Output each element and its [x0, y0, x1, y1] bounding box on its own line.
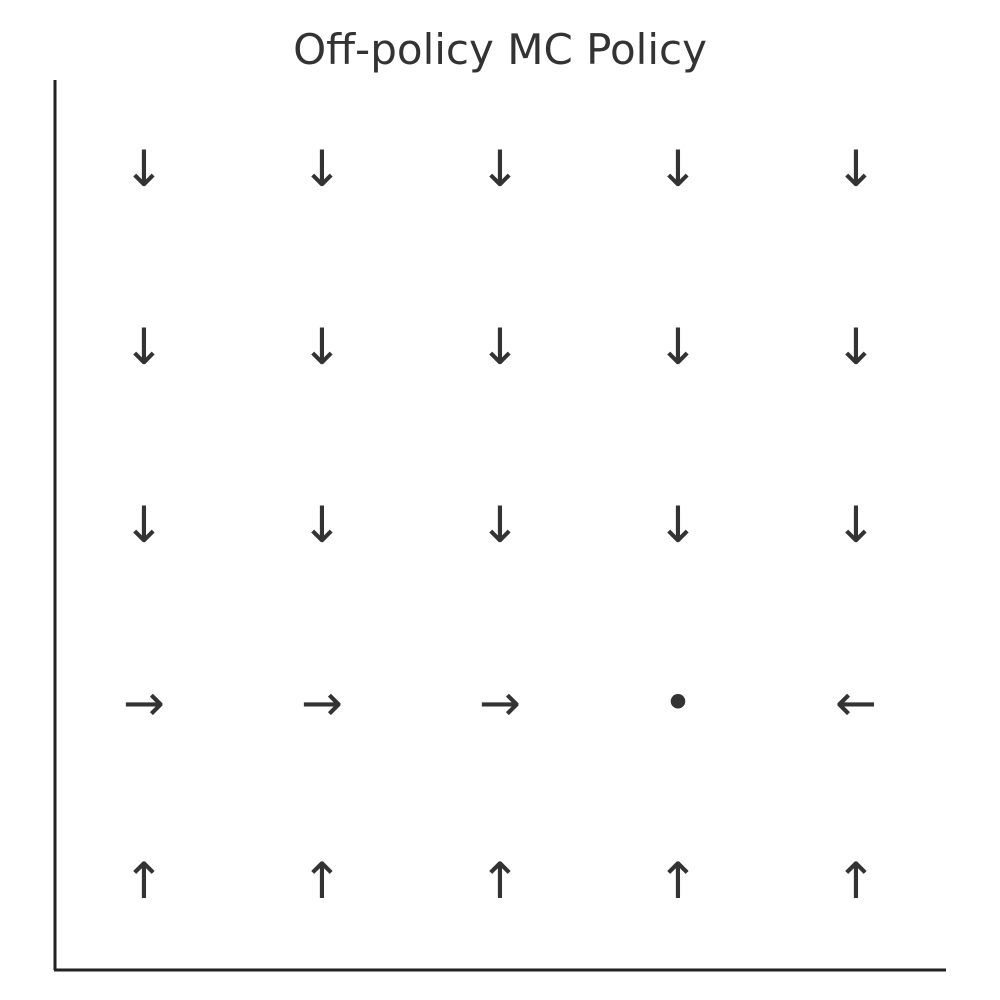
- policy-grid: ↓ ↓ ↓ ↓ ↓ ↓ ↓ ↓ ↓ ↓ ↓ ↓ ↓ ↓ ↓ → → → • ← ↑ ↑ ↑ ↑ ↑: [123, 140, 877, 910]
- policy-cell-up-arrow: ↑: [301, 852, 343, 910]
- policy-cell-up-arrow: ↑: [657, 852, 699, 910]
- policy-cell-down-arrow: ↓: [835, 140, 877, 198]
- policy-cell-down-arrow: ↓: [657, 140, 699, 198]
- policy-cell-down-arrow: ↓: [123, 318, 165, 376]
- policy-cell-goal-dot: •: [663, 674, 693, 732]
- policy-cell-left-arrow: ←: [835, 674, 877, 732]
- policy-cell-down-arrow: ↓: [835, 318, 877, 376]
- policy-cell-down-arrow: ↓: [479, 318, 521, 376]
- policy-cell-down-arrow: ↓: [657, 318, 699, 376]
- policy-cell-right-arrow: →: [123, 674, 165, 732]
- policy-cell-down-arrow: ↓: [835, 496, 877, 554]
- chart-title: Off-policy MC Policy: [293, 25, 707, 74]
- policy-cell-down-arrow: ↓: [479, 140, 521, 198]
- policy-cell-right-arrow: →: [479, 674, 521, 732]
- policy-cell-down-arrow: ↓: [301, 140, 343, 198]
- policy-cell-down-arrow: ↓: [123, 140, 165, 198]
- policy-cell-right-arrow: →: [301, 674, 343, 732]
- policy-cell-down-arrow: ↓: [123, 496, 165, 554]
- policy-cell-down-arrow: ↓: [301, 496, 343, 554]
- policy-cell-up-arrow: ↑: [479, 852, 521, 910]
- policy-cell-up-arrow: ↑: [835, 852, 877, 910]
- policy-cell-down-arrow: ↓: [657, 496, 699, 554]
- policy-cell-down-arrow: ↓: [479, 496, 521, 554]
- policy-cell-up-arrow: ↑: [123, 852, 165, 910]
- policy-cell-down-arrow: ↓: [301, 318, 343, 376]
